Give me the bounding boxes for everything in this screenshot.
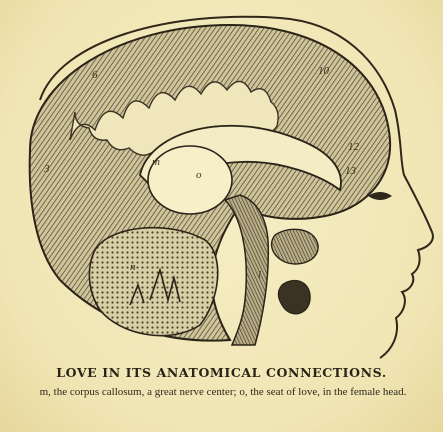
label-3: 3 (43, 163, 50, 175)
label-m: m (152, 156, 160, 168)
seat-of-love (148, 146, 232, 214)
figure-caption: m, the corpus callosum, a great nerve ce… (10, 385, 436, 400)
label-12: 12 (348, 141, 360, 153)
brain-illustration: m o n l 3 6 10 12 13 (0, 0, 443, 360)
cerebellum (89, 228, 217, 336)
label-o: o (196, 169, 202, 181)
label-6: 6 (92, 69, 98, 81)
label-13: 13 (345, 165, 357, 177)
figure-title: LOVE IN ITS ANATOMICAL CONNECTIONS. (0, 365, 443, 380)
label-10: 10 (318, 65, 330, 77)
label-n: n (130, 261, 136, 273)
eye (368, 192, 392, 200)
sinus-upper (272, 229, 319, 264)
sinus-lower (278, 280, 310, 313)
label-l: l (258, 269, 261, 281)
